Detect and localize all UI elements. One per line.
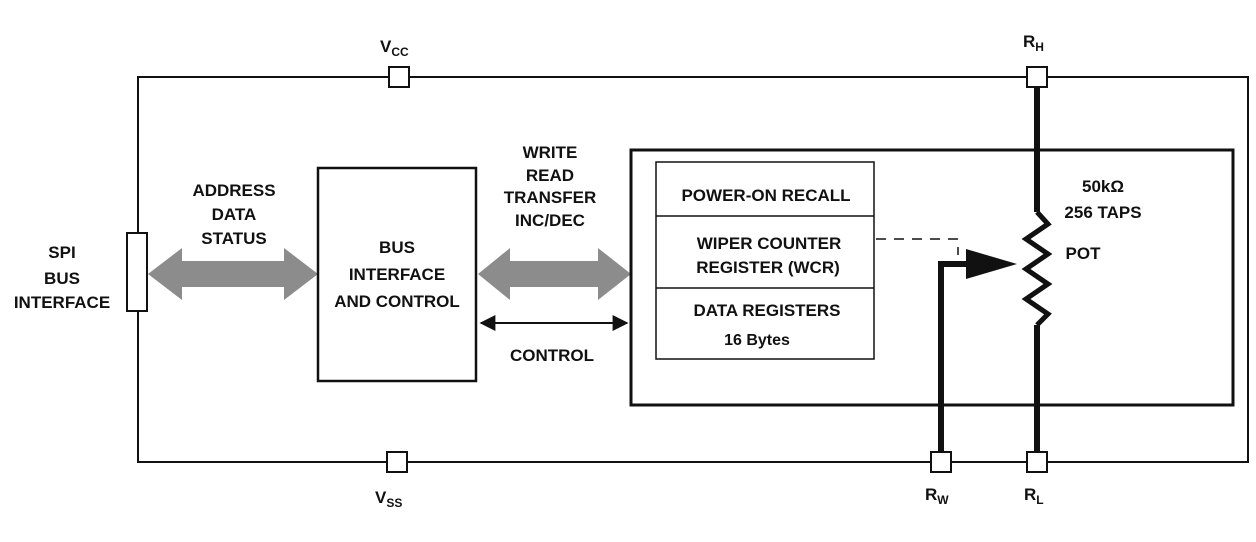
bus-signal-data: DATA bbox=[212, 205, 257, 224]
pot-label: POT bbox=[1066, 244, 1102, 263]
vcc-label: VCC bbox=[380, 37, 409, 59]
vss-label: VSS bbox=[375, 488, 402, 510]
bus-signal-address: ADDRESS bbox=[192, 181, 275, 200]
bus-block-line-1: BUS bbox=[379, 238, 415, 257]
cmd-signal-write: WRITE bbox=[523, 143, 578, 162]
rh-label: RH bbox=[1023, 32, 1044, 54]
bus-block-line-3: AND CONTROL bbox=[334, 292, 460, 311]
wcr-label-line-2: REGISTER (WCR) bbox=[696, 258, 840, 277]
data-registers-label: DATA REGISTERS bbox=[693, 301, 840, 320]
rw-label: RW bbox=[925, 485, 949, 507]
bus-block-line-2: INTERFACE bbox=[349, 265, 445, 284]
data-registers-size: 16 Bytes bbox=[724, 332, 790, 349]
cmd-signal-incdec: INC/DEC bbox=[515, 211, 585, 230]
rl-label: RL bbox=[1024, 485, 1044, 507]
rl-pin bbox=[1026, 451, 1048, 473]
wcr-label-line-1: WIPER COUNTER bbox=[697, 234, 842, 253]
power-on-recall-label: POWER-ON RECALL bbox=[681, 186, 850, 205]
cmd-signal-read: READ bbox=[526, 166, 574, 185]
pot-taps: 256 TAPS bbox=[1064, 203, 1141, 222]
wcr-dashed-link bbox=[876, 238, 959, 255]
bus-interface-block bbox=[316, 166, 478, 383]
command-double-arrow bbox=[478, 248, 631, 300]
bus-double-arrow bbox=[148, 248, 318, 300]
bus-signal-status: STATUS bbox=[201, 229, 266, 248]
spi-label-line-1: SPI bbox=[48, 243, 75, 262]
spi-label-line-2: BUS bbox=[44, 269, 80, 288]
cmd-signal-transfer: TRANSFER bbox=[504, 188, 597, 207]
pot-block bbox=[629, 148, 1235, 407]
register-stack bbox=[655, 161, 875, 360]
pot-resistance: 50kΩ bbox=[1082, 177, 1124, 196]
spi-connector bbox=[126, 232, 148, 312]
vss-pin bbox=[386, 451, 408, 473]
rh-pin bbox=[1026, 66, 1048, 88]
vcc-pin bbox=[388, 66, 410, 88]
rw-pin bbox=[930, 451, 952, 473]
resistor-zigzag bbox=[1021, 210, 1053, 327]
control-label: CONTROL bbox=[510, 346, 594, 365]
wiper-arrowhead bbox=[966, 249, 1017, 279]
spi-label-line-3: INTERFACE bbox=[14, 293, 110, 312]
wiper-wire bbox=[938, 261, 975, 452]
